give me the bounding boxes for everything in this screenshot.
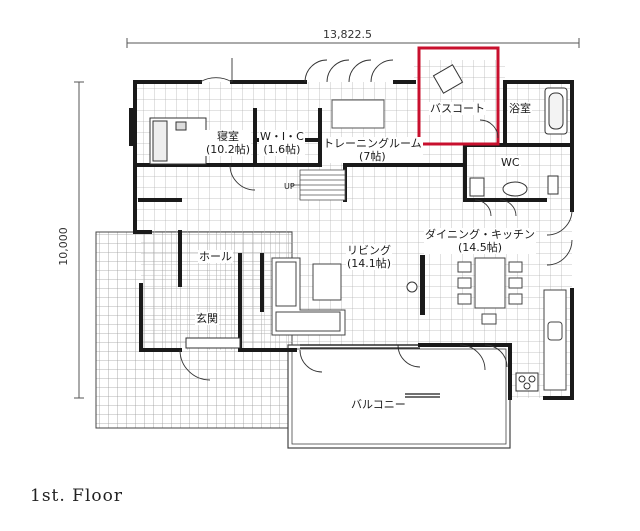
sofa-icon	[271, 257, 346, 336]
balcony	[287, 344, 511, 449]
bathcourt-chair-icon	[432, 64, 464, 94]
room-wic-name: W・I・C	[260, 130, 304, 143]
room-living-area: (14.1帖)	[347, 257, 392, 270]
room-bedroom-area: (10.2帖)	[206, 143, 251, 156]
windows	[300, 344, 440, 398]
stairs-icon	[290, 169, 346, 201]
tv-icon	[406, 281, 418, 293]
depth-dimension: 10,000	[56, 227, 70, 266]
room-training-area: (7帖)	[359, 150, 386, 163]
width-dimension: 13,822.5	[323, 28, 372, 41]
room-bedroom-name: 寝室	[217, 130, 240, 143]
room-living-name: リビング	[347, 244, 392, 257]
tv-board-icon	[420, 255, 425, 315]
room-wic-area: (1.6帖)	[263, 143, 301, 156]
room-hall: ホール	[198, 250, 233, 263]
room-wic: W・I・C (1.6帖)	[259, 130, 305, 156]
room-training: トレーニングルーム (7帖)	[322, 137, 423, 163]
room-dining-area: (14.5帖)	[457, 241, 503, 254]
bathcourt-highlight	[417, 46, 500, 146]
room-dining: ダイニング・キッチン (14.5帖)	[424, 228, 536, 254]
dimension-lines	[74, 38, 580, 399]
floor-title: 1st. Floor	[30, 486, 124, 506]
stairs-up-label: UP	[284, 182, 295, 191]
entrance-step-icon	[185, 337, 241, 349]
bedroom-window-icon	[129, 108, 133, 146]
room-living: リビング (14.1帖)	[346, 244, 393, 270]
bathtub-icon	[544, 87, 568, 135]
training-table-icon	[331, 99, 385, 129]
toilet-icon	[469, 175, 559, 197]
kitchen-counter-icon	[543, 289, 567, 391]
room-bathcourt: バスコート	[429, 102, 486, 115]
room-dining-name: ダイニング・キッチン	[425, 228, 535, 241]
room-bedroom: 寝室 (10.2帖)	[205, 130, 252, 156]
room-training-name: トレーニングルーム	[323, 137, 422, 150]
room-balcony: バルコニー	[350, 398, 407, 411]
stove-icon	[515, 372, 539, 392]
room-entrance: 玄関	[195, 312, 219, 325]
dining-table-icon	[457, 257, 523, 325]
door-swings	[179, 58, 573, 381]
bed-icon	[149, 117, 207, 165]
room-wc: WC	[500, 156, 521, 169]
room-bath: 浴室	[508, 102, 532, 115]
